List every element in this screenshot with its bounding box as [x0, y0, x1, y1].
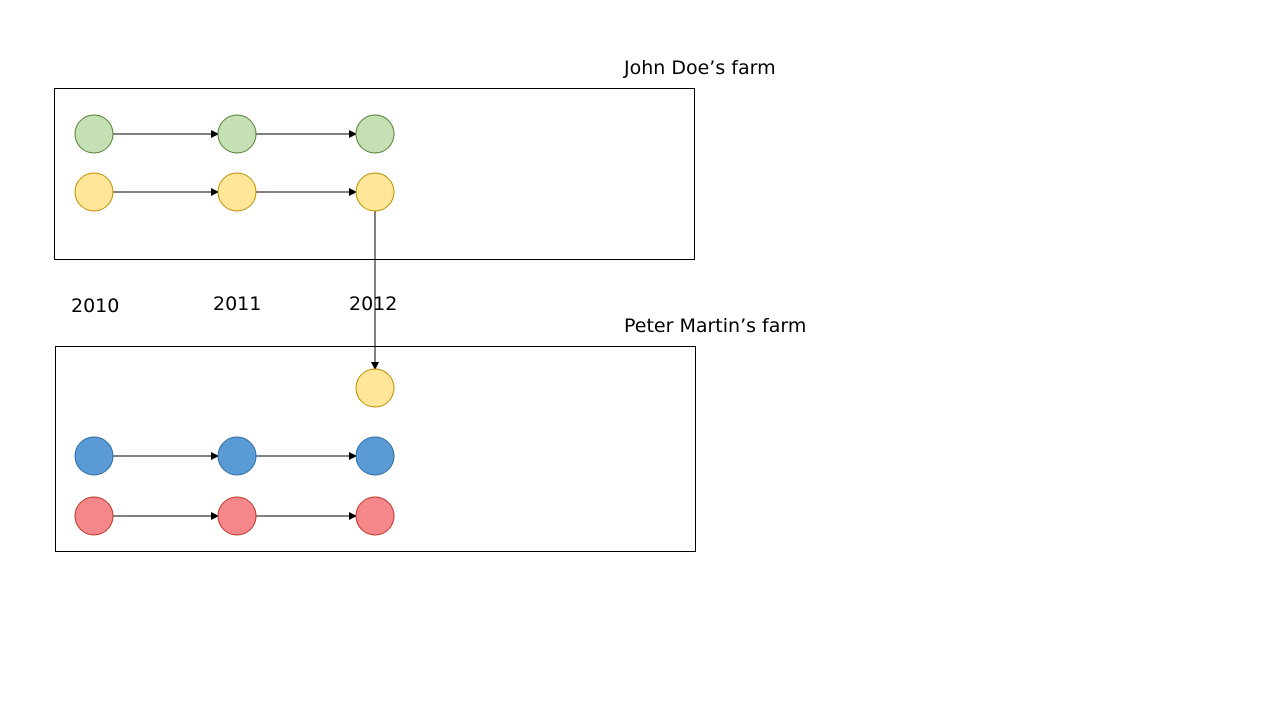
node-jd-green-2010: [74, 114, 114, 154]
node-pm-red-2010: [74, 496, 114, 536]
node-jd-green-2012: [355, 114, 395, 154]
node-pm-yellow-2012: [355, 368, 395, 408]
year-label-2011: 2011: [213, 293, 262, 315]
node-pm-red-2011: [217, 496, 257, 536]
node-jd-yellow-2011: [217, 172, 257, 212]
node-jd-yellow-2010: [74, 172, 114, 212]
year-label-2010: 2010: [71, 295, 120, 317]
node-pm-blue-2011: [217, 436, 257, 476]
node-pm-blue-2012: [355, 436, 395, 476]
node-jd-green-2011: [217, 114, 257, 154]
node-pm-red-2012: [355, 496, 395, 536]
farm-title-peter: Peter Martin’s farm: [624, 315, 807, 337]
year-label-2012: 2012: [349, 293, 398, 315]
farm-title-john: John Doe’s farm: [624, 57, 776, 79]
node-jd-yellow-2012: [355, 172, 395, 212]
node-pm-blue-2010: [74, 436, 114, 476]
